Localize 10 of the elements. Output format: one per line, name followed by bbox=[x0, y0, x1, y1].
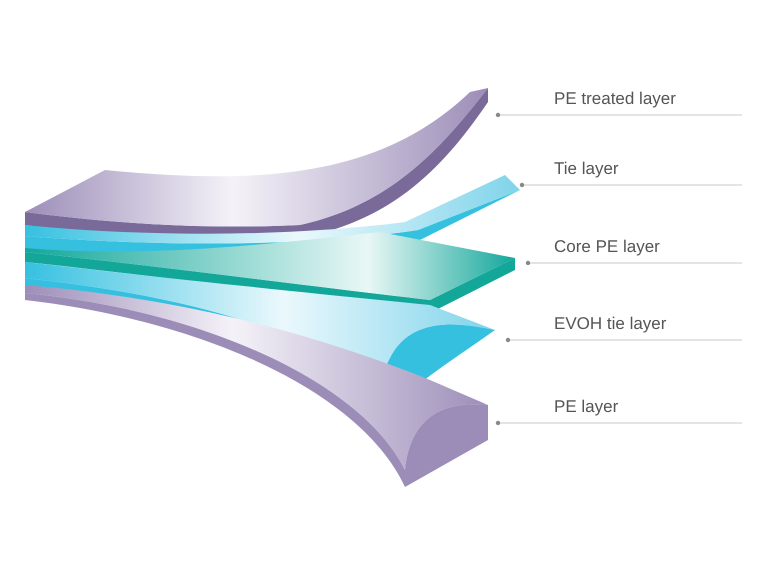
layer-label: PE treated layer bbox=[554, 89, 676, 109]
layer-label: PE layer bbox=[554, 397, 618, 417]
leader-line bbox=[526, 260, 742, 266]
layer-label: Core PE layer bbox=[554, 237, 660, 257]
leader-line bbox=[496, 112, 742, 118]
leader-line bbox=[520, 182, 742, 188]
leader-line bbox=[496, 420, 742, 426]
leader-line bbox=[506, 338, 742, 342]
layer-label: EVOH tie layer bbox=[554, 314, 666, 334]
layer-label: Tie layer bbox=[554, 159, 619, 179]
